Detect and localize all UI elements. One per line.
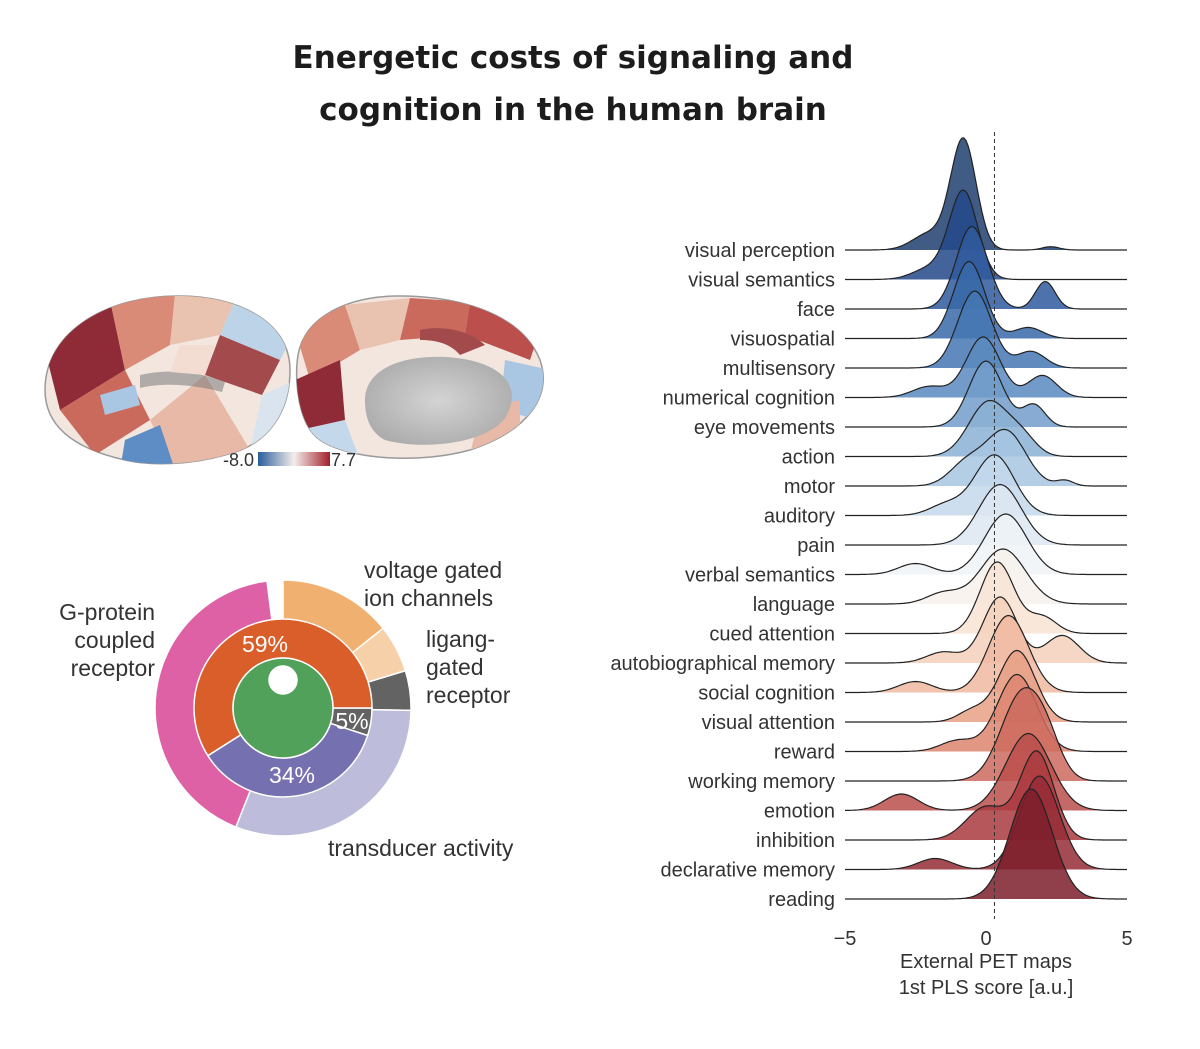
gpcr-label-line-2: coupled	[74, 627, 155, 653]
ridge-curve-6	[845, 360, 1127, 428]
pct-5-label: 5%	[335, 708, 368, 734]
ridge-area-15	[845, 615, 1127, 693]
ridge-area-14	[845, 596, 1127, 663]
ridge-curve-2	[845, 225, 1127, 310]
ridge-curve-18	[845, 686, 1127, 782]
ridge-category-label-9: auditory	[764, 506, 835, 528]
ridge-category-label-6: eye movements	[694, 417, 835, 439]
inner-ring-segment-0	[232, 657, 334, 759]
ridge-category-label-8: motor	[784, 476, 835, 498]
gpcr-label-line-3: receptor	[71, 655, 156, 681]
ridge-category-label-7: action	[782, 447, 835, 469]
ridge-category-label-0: visual perception	[685, 240, 835, 262]
ridge-area-6	[845, 361, 1127, 427]
ridge-category-label-20: inhibition	[756, 830, 835, 852]
ridge-category-label-12: language	[753, 594, 835, 616]
x-tick-label-zero: 0	[980, 928, 991, 950]
ridge-area-2	[845, 226, 1127, 309]
ridge-curve-22	[845, 788, 1127, 900]
pct-34-label: 34%	[269, 762, 315, 788]
ridge-category-label-10: pain	[797, 535, 835, 557]
donut-labels: G-protein coupled receptor voltage gated…	[59, 557, 514, 861]
ridge-category-label-2: face	[797, 299, 835, 321]
ridge-area-4	[845, 291, 1127, 368]
vgic-label-line-2: ion channels	[364, 585, 493, 611]
ridge-curve-21	[845, 775, 1127, 871]
ridge-curve-14	[845, 596, 1127, 664]
lgic-label-line-1: ligang-	[426, 626, 495, 652]
ridge-area-16	[845, 650, 1127, 722]
x-tick-label-min: −5	[834, 928, 857, 950]
nested-donut-chart	[154, 579, 412, 837]
ridge-curve-11	[845, 513, 1127, 576]
ridge-curve-16	[845, 649, 1127, 723]
colorbar-max-label: 7.7	[331, 450, 356, 470]
ridgeline-x-axis: −5 0 5 External PET maps 1st PLS score […	[834, 928, 1133, 999]
ridge-category-label-14: autobiographical memory	[610, 653, 835, 675]
x-axis-label-line-1: External PET maps	[900, 951, 1072, 973]
ridge-area-10	[845, 484, 1127, 545]
ridge-category-label-21: declarative memory	[660, 860, 835, 882]
ridge-curve-10	[845, 483, 1127, 546]
brain-lateral-view	[44, 295, 291, 465]
ridge-area-7	[845, 400, 1127, 457]
brain-medial-view	[295, 295, 544, 460]
ridge-area-9	[845, 454, 1127, 516]
ridge-curve-7	[845, 399, 1127, 458]
lgic-label-line-2: gated	[426, 654, 484, 680]
ridge-curve-12	[845, 548, 1127, 605]
ridge-curve-19	[845, 732, 1127, 812]
ridge-curve-13	[845, 561, 1127, 635]
ridge-curve-15	[845, 614, 1127, 694]
ridge-area-11	[845, 514, 1127, 575]
ridge-area-18	[845, 687, 1127, 781]
gpcr-label-line-1: G-protein	[59, 599, 155, 625]
ridge-area-22	[845, 789, 1127, 899]
ridge-category-label-3: visuospatial	[730, 329, 835, 351]
ridge-category-label-19: emotion	[764, 801, 835, 823]
ridge-category-label-16: visual attention	[702, 712, 835, 734]
ridge-category-label-1: visual semantics	[688, 270, 835, 292]
ridge-category-label-15: social cognition	[698, 683, 835, 705]
ridge-category-label-5: numerical cognition	[663, 388, 835, 410]
transducer-label: transducer activity	[328, 835, 514, 861]
lgic-label-line-3: receptor	[426, 682, 511, 708]
x-tick-label-max: 5	[1121, 928, 1132, 950]
ridge-area-13	[845, 562, 1127, 634]
colorbar-min-label: -8.0	[223, 450, 254, 470]
ridge-area-3	[845, 261, 1127, 339]
ridge-curve-5	[845, 336, 1127, 399]
colorbar: -8.0 7.7	[223, 450, 356, 470]
ridge-curve-3	[845, 260, 1127, 340]
ridge-category-label-13: cued attention	[709, 624, 835, 646]
ridge-area-0	[845, 137, 1127, 250]
ridge-area-19	[845, 733, 1127, 811]
x-axis-label-line-2: 1st PLS score [a.u.]	[899, 977, 1074, 999]
ridgeline-plot: visual perception visual semantics face vis…	[610, 132, 1127, 919]
ridge-curve-20	[845, 750, 1127, 841]
ridge-area-17	[845, 674, 1127, 752]
vgic-label-line-1: voltage gated	[364, 557, 502, 583]
title-line-1: Energetic costs of signaling and	[292, 40, 854, 76]
figure-title: Energetic costs of signaling and cogniti…	[0, 32, 1146, 136]
pct-59-label: 59%	[242, 631, 288, 657]
ridge-curve-17	[845, 673, 1127, 753]
title-line-2: cognition in the human brain	[319, 92, 827, 128]
ridge-category-label-18: working memory	[687, 771, 835, 793]
ridge-curve-4	[845, 290, 1127, 369]
ridge-curve-9	[845, 454, 1127, 517]
ridge-category-label-4: multisensory	[723, 358, 835, 380]
ridge-category-label-11: verbal semantics	[685, 565, 835, 587]
ridge-category-label-22: reading	[768, 889, 835, 911]
ridge-category-label-17: reward	[774, 742, 835, 764]
ridge-area-8	[845, 429, 1127, 486]
ridge-curve-0	[845, 137, 1127, 251]
ridge-curve-8	[845, 428, 1127, 487]
